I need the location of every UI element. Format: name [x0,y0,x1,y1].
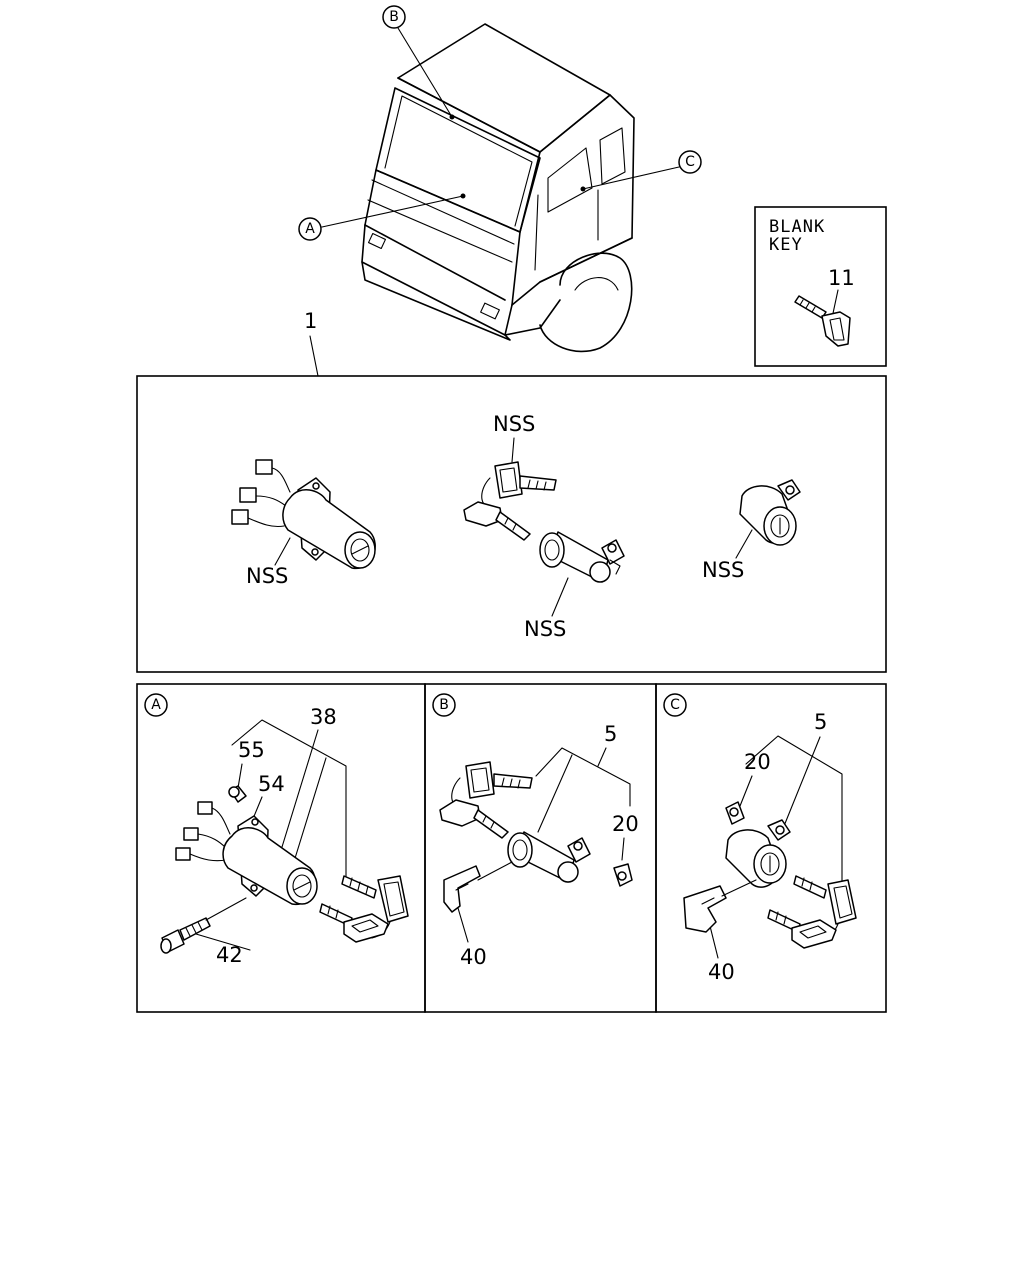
panel-c-cylinder-drawing [683,801,791,933]
door-lock-cylinder-drawing [539,531,625,583]
panel-c-part-40-label: 40 [708,960,735,984]
part-55-label: 55 [238,738,265,762]
panel-c-keys-drawing [767,875,857,949]
blank-key-title-line2: KEY [769,235,803,255]
part-54-label: 54 [258,772,285,796]
blank-key-box [754,206,887,367]
panel-b-cylinder-drawing [443,831,633,913]
part-11-label: 11 [828,266,855,290]
door-lock-nss-label: NSS [524,617,566,641]
panel-c-part-5-label: 5 [814,710,827,734]
truck-cab-illustration [361,23,635,353]
ignition-switch-drawing [231,459,376,569]
panel-c-tag: C [670,697,680,713]
side-lock-nss-label: NSS [702,558,744,582]
panel-b-part-5-label: 5 [604,722,617,746]
blank-key-icon [794,295,851,347]
panel-a-tag: A [151,697,161,713]
blank-key-title-line1: BLANK [769,217,825,237]
panel-c-box [655,683,887,1013]
callout-b-marker [382,5,406,29]
callout-b-label: B [389,9,399,25]
key-pair-drawing [463,461,557,541]
ignition-nss-label: NSS [246,564,288,588]
panel-a-keys-drawing [319,875,409,943]
part-1-label: 1 [304,309,317,333]
keys-nss-label: NSS [493,412,535,436]
part-38-label: 38 [310,705,337,729]
callout-c-label: C [685,154,695,170]
callout-a-label: A [305,221,315,237]
panel-b-keys-drawing [439,761,533,839]
panel-b-marker [432,693,456,717]
panel-a-marker [144,693,168,717]
callout-a-marker [298,217,322,241]
panel-b-part-40-label: 40 [460,945,487,969]
assembly-box [136,375,887,673]
panel-b-tag: B [439,697,449,713]
panel-b-part-20-label: 20 [612,812,639,836]
side-lock-cylinder-drawing [739,479,801,546]
panel-c-marker [663,693,687,717]
callout-c-marker [678,150,702,174]
panel-a-ignition-drawing [160,785,318,954]
